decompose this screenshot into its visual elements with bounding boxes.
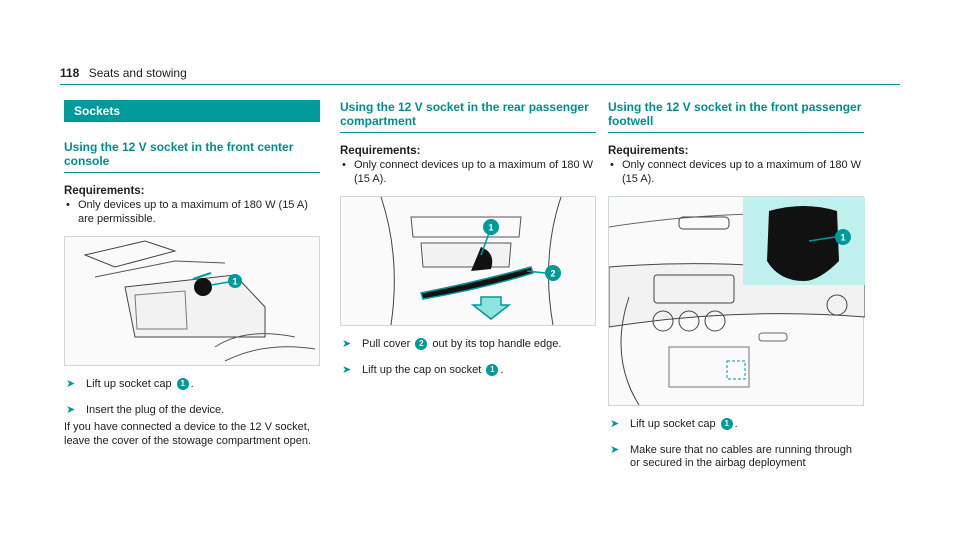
step-text: Pull cover (362, 338, 411, 350)
step-text-end: out by its top handle edge. (432, 338, 562, 350)
figure-front-footwell: 1 (608, 196, 866, 406)
step-text-end: . (190, 378, 194, 390)
rear-console-illustration: 1 2 (380, 196, 562, 326)
step-text: Make sure that no cables are running thr… (630, 443, 852, 470)
figure-front-console: 1 (64, 236, 320, 366)
requirement-item: Only connect devices up to a maximum of … (340, 159, 596, 186)
step-arrow-icon: ➤ (610, 418, 620, 430)
reference-badge: 1 (720, 418, 733, 431)
page-number: 118 (60, 66, 80, 80)
requirements-title: Requirements: (64, 185, 145, 197)
step-text: Lift up the cap on socket (362, 363, 482, 376)
page-header: 118 Seats and stowing (60, 66, 187, 80)
step-text-end: . (500, 363, 504, 376)
step-text: Insert the plug of the device. (86, 403, 225, 416)
requirements-title: Requirements: (340, 145, 421, 157)
step-arrow-icon: ➤ (610, 443, 620, 456)
step-arrow-icon: ➤ (66, 378, 76, 390)
column-front-footwell: Using the 12 V socket in the front passe… (608, 100, 866, 471)
section-heading: Using the 12 V socket in the front passe… (608, 100, 864, 133)
step-text: Lift up socket cap (630, 418, 716, 430)
requirement-item: Only devices up to a maximum of 180 W (1… (64, 199, 320, 226)
callout-1: 1 (232, 277, 237, 287)
reference-badge: 2 (415, 338, 428, 351)
instruction-step-2: ➤ Insert the plug of the device. (64, 404, 320, 418)
step-text: Lift up socket cap (86, 378, 172, 390)
instruction-step-2: ➤ Lift up the cap on socket 1. (340, 364, 596, 378)
callout-2: 2 (550, 269, 555, 279)
dashboard-illustration: 1 (608, 197, 866, 406)
console-illustration: 1 (83, 240, 316, 362)
step-arrow-icon: ➤ (342, 363, 352, 376)
requirement-item: Only connect devices up to a maximum of … (608, 159, 864, 186)
reference-badge: 1 (176, 378, 189, 391)
section-heading: Using the 12 V socket in the front cente… (64, 140, 320, 173)
instruction-step-1: ➤ Pull cover 2 out by its top handle edg… (340, 338, 596, 352)
step-arrow-icon: ➤ (66, 403, 76, 416)
column-rear-compartment: Using the 12 V socket in the rear passen… (340, 100, 596, 377)
chapter-title: Seats and stowing (88, 66, 187, 80)
header-divider (60, 84, 900, 85)
callout-1: 1 (488, 223, 493, 233)
figure-rear-compartment: 1 2 (340, 196, 596, 326)
reference-badge: 1 (486, 363, 499, 376)
callout-1: 1 (840, 233, 845, 243)
instruction-step-2: ➤ Make sure that no cables are running t… (608, 444, 864, 471)
note-paragraph: If you have connected a device to the 12… (64, 421, 312, 447)
step-text-end: . (734, 418, 738, 430)
instruction-step-1: ➤ Lift up socket cap 1. (64, 378, 320, 392)
section-bar: Sockets (64, 100, 320, 122)
requirements-title: Requirements: (608, 145, 689, 157)
section-heading: Using the 12 V socket in the rear passen… (340, 100, 596, 133)
instruction-step-1: ➤ Lift up socket cap 1. (608, 418, 864, 432)
step-arrow-icon: ➤ (342, 338, 352, 350)
column-front-console: Sockets Using the 12 V socket in the fro… (64, 100, 320, 448)
